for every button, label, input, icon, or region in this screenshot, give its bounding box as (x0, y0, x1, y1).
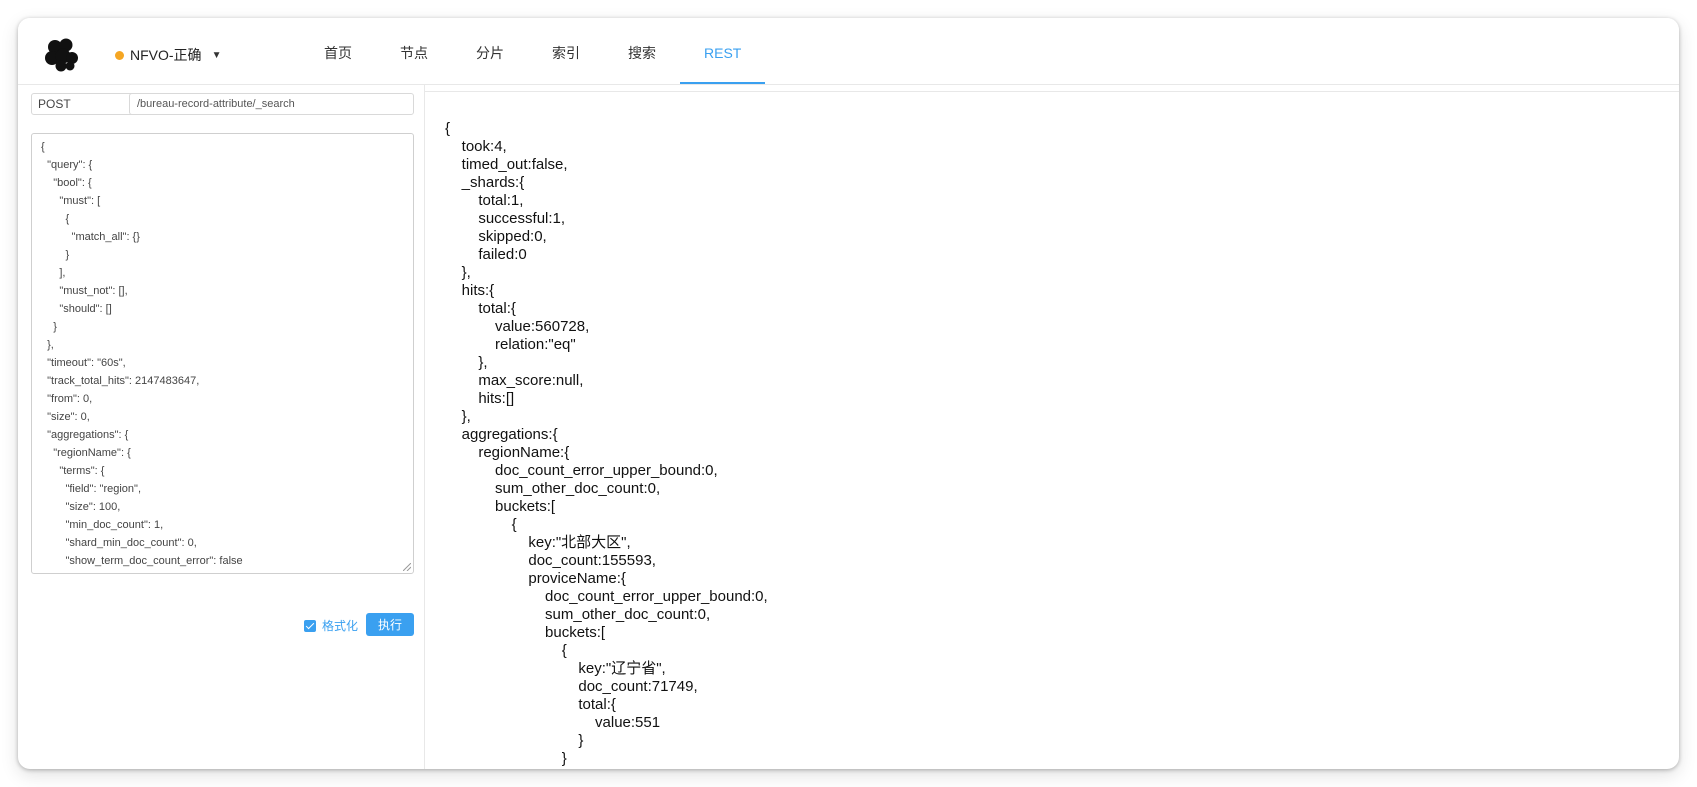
cluster-logo-icon[interactable] (44, 38, 80, 72)
path-input[interactable]: /bureau-record-attribute/_search (129, 93, 414, 115)
response-panel: { took:4, timed_out:false, _shards:{ tot… (425, 91, 1679, 769)
cluster-status-dot (115, 50, 124, 60)
tab-search[interactable]: 搜索 (628, 45, 656, 61)
execute-button[interactable]: 执行 (366, 613, 414, 636)
caret-down-icon: ▼ (211, 49, 222, 61)
method-select[interactable]: POST (31, 93, 151, 115)
tab-rest[interactable]: REST (680, 18, 766, 84)
tab-shards[interactable]: 分片 (476, 45, 504, 61)
format-toggle[interactable]: 格式化 (304, 617, 358, 634)
method-value: POST (38, 97, 71, 111)
cluster-selector[interactable]: NFVO-正确 ▼ (115, 45, 221, 65)
request-body-editor[interactable]: { "query": { "bool": { "must": [ { "matc… (31, 133, 414, 574)
app-window: NFVO-正确 ▼ 首页 节点 分片 索引 搜索 REST POST /bure… (18, 18, 1679, 769)
tab-nodes[interactable]: 节点 (400, 45, 428, 61)
top-navbar: NFVO-正确 ▼ 首页 节点 分片 索引 搜索 REST (18, 18, 1679, 85)
cluster-name: NFVO-正确 (130, 47, 202, 63)
checkbox-checked-icon[interactable] (304, 619, 316, 632)
tab-home[interactable]: 首页 (324, 45, 352, 61)
request-panel: POST /bureau-record-attribute/_search { … (18, 84, 425, 769)
format-label: 格式化 (322, 619, 359, 633)
main-nav: 首页 节点 分片 索引 搜索 REST (300, 18, 766, 84)
resize-handle-icon[interactable] (403, 563, 411, 571)
request-body-text[interactable]: { "query": { "bool": { "must": [ { "matc… (41, 141, 243, 567)
tab-indices[interactable]: 索引 (552, 45, 580, 61)
response-json: { took:4, timed_out:false, _shards:{ tot… (445, 120, 768, 767)
